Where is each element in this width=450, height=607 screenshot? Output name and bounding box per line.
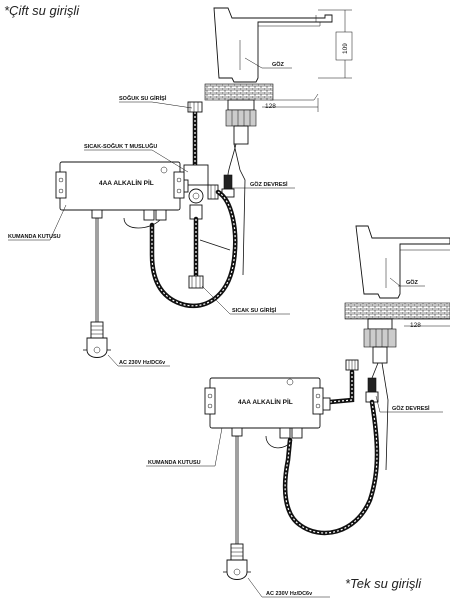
countertop-2 <box>344 302 450 320</box>
battery-label-2: 4AA ALKALİN PİL <box>238 398 293 406</box>
faucet-1: 109 <box>213 7 353 83</box>
plug-2 <box>226 559 248 580</box>
label-cold-inlet: SOĞUK SU GİRİŞİ <box>119 94 167 102</box>
label-eye-2: GÖZ <box>406 279 419 286</box>
faucet-2 <box>355 225 450 299</box>
plug-1 <box>86 337 108 358</box>
dim-depth-2: 128 <box>410 322 421 329</box>
control-box-1: 4AA ALKALİN PİL <box>55 161 185 221</box>
battery-label-1: 4AA ALKALİN PİL <box>99 179 154 187</box>
label-power-2: AC 230V Hz/DC6v <box>266 591 313 597</box>
label-eye-circuit-2: GÖZ DEVRESİ <box>392 405 430 412</box>
title-dual-inlet: *Çift su girişli <box>4 3 80 18</box>
label-control-box-2: KUMANDA KUTUSU <box>148 460 201 466</box>
control-box-2: 4AA ALKALİN PİL <box>204 377 324 439</box>
title-single-inlet: *Tek su girişli <box>345 576 422 591</box>
dim-depth-1: 128 <box>265 103 276 110</box>
label-t-valve: SICAK-SOĞUK T MUSLUĞU <box>84 142 157 150</box>
label-control-box-1: KUMANDA KUTUSU <box>8 234 61 240</box>
label-eye-circuit-1: GÖZ DEVRESİ <box>250 181 288 188</box>
label-eye-1: GÖZ <box>272 61 285 68</box>
label-hot-inlet: SICAK SU GİRİŞİ <box>232 307 277 314</box>
countertop-1 <box>204 83 274 101</box>
label-power-1: AC 230V Hz/DC6v <box>119 360 166 366</box>
dim-height-1: 109 <box>342 43 349 54</box>
